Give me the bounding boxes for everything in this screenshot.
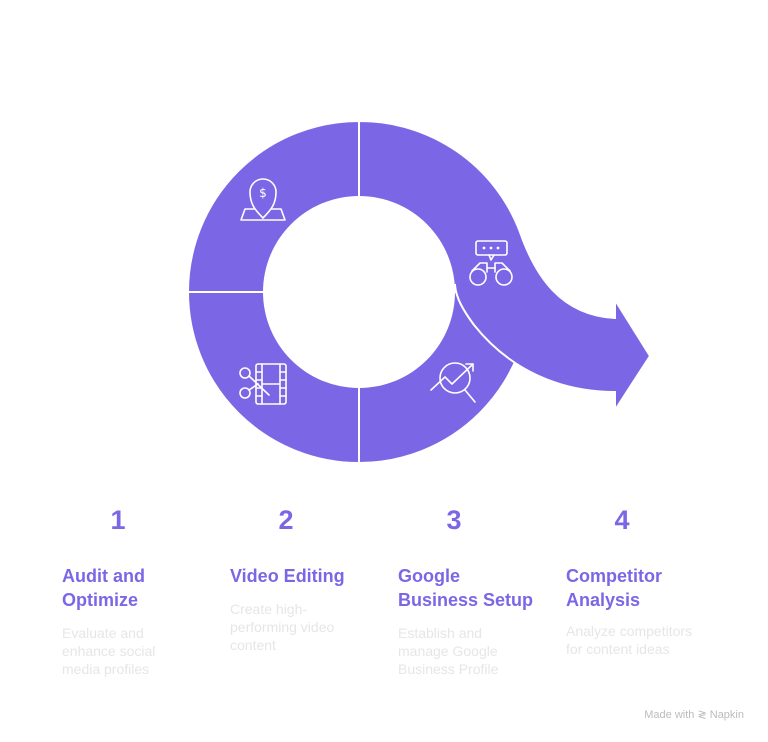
step-title: Video Editing [230,566,345,586]
step-number: 4 [614,505,630,535]
step-description: Analyze competitors for content ideas [566,623,693,657]
step-description: Evaluate and enhance social media profil… [62,625,156,677]
search-growth-icon [430,362,476,403]
step-description: Establish and manage Google Business Pro… [398,625,499,677]
step-number: 1 [110,505,126,535]
svg-text:$: $ [259,186,267,200]
map-pin-dollar-icon: $ [240,178,286,221]
made-with-napkin[interactable]: Made with ≷ Napkin [644,709,744,721]
step-description: Create high-performing video content [230,601,335,653]
step-2: 2 Video Editing Create high-performing v… [230,505,390,654]
napkin-logo-icon: ≷ [697,709,707,721]
step-number: 2 [278,505,294,535]
video-editing-icon [239,363,287,405]
binoculars-chat-icon [469,240,513,286]
step-number: 3 [446,505,462,535]
